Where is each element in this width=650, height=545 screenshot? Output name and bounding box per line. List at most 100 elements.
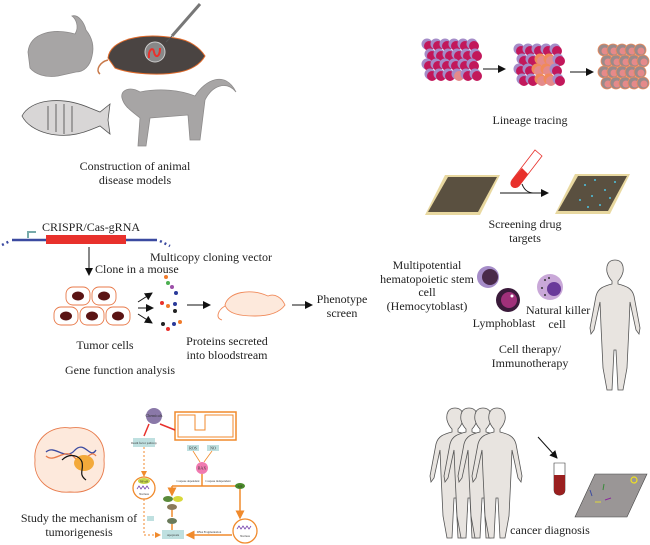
tumorigenesis-title: Study the mechanism of tumorigenesis <box>14 511 144 539</box>
animal-models-title: Construction of animal disease models <box>60 159 210 187</box>
crispr-label: CRISPR/Cas-gRNA <box>42 220 141 234</box>
pathway-label-apoptosis: Apoptosis <box>167 533 180 537</box>
clone-label: Clone in a mouse <box>95 262 179 276</box>
vector-label: Multicopy cloning vector <box>150 250 272 264</box>
cell-therapy-title-line1: Cell therapy/ <box>498 342 562 356</box>
mouse-outline-icon <box>217 291 286 321</box>
pathway-label-nucleus-1: Nucleus <box>139 492 150 496</box>
lineage-cell <box>472 51 482 61</box>
ros-node <box>187 445 199 451</box>
apoptosis-node <box>162 530 184 539</box>
stem-cell-label-line1: Multipotential <box>392 258 462 272</box>
secreted-proteins <box>160 275 182 331</box>
apoptosis-pathway-diagram: Chemicals Death factor pathway ROS NO BA… <box>131 408 258 544</box>
casp9-node <box>167 504 177 510</box>
no-node <box>207 445 219 451</box>
tumor-cell-nucleus <box>60 311 72 321</box>
pathway-label-aif: AIF <box>238 485 243 489</box>
cell-therapy-title: Cell therapy/ Immunotherapy <box>480 342 580 370</box>
pathway-label-casp-indep: Caspase independent <box>205 479 230 483</box>
pathway-label-nfkb: NF-κB <box>140 480 148 484</box>
human-body-icon <box>589 259 641 391</box>
pathway-label-nucleus-2: Nucleus <box>240 534 251 538</box>
crispr-gene-block <box>46 235 126 244</box>
monkey-icon <box>121 78 237 147</box>
animal-models-title-line2: disease models <box>98 173 172 187</box>
screening-title: Screening drug targets <box>470 217 580 245</box>
promoter-arrow-icon <box>27 231 36 238</box>
cytc-node <box>173 496 183 502</box>
arrow-screening-curve <box>521 183 536 194</box>
tumor-cell-nucleus <box>72 291 84 301</box>
nk-cell-label-line1: Natural killer <box>526 303 591 317</box>
phenotype-label-line1: Phenotype <box>316 292 368 306</box>
phenotype-label: Phenotype screen <box>312 292 372 320</box>
cell-cluster-stage2 <box>513 43 565 86</box>
lineage-cell <box>555 56 565 66</box>
pathway-label-death-factor: Death factor pathway <box>131 441 157 445</box>
arrow-to-blood <box>537 436 558 459</box>
pathway-label-no: NO <box>210 446 216 451</box>
tumor-cells <box>53 286 131 326</box>
lineage-tracing-title: Lineage tracing <box>492 113 568 127</box>
crispr-vector <box>1 231 171 248</box>
cell-cluster-stage1 <box>421 38 482 81</box>
stem-cell-icon <box>477 266 499 288</box>
arrows-to-proteins <box>137 292 154 324</box>
pathway-label-ros: ROS <box>189 446 197 451</box>
tumor-cell-nucleus <box>86 311 98 321</box>
ros-node-2 <box>147 516 154 521</box>
nk-cell-label: Natural killer cell <box>526 303 591 331</box>
gel-plate-icon <box>574 473 648 518</box>
rabbit-icon <box>27 15 94 77</box>
lineage-cell <box>640 80 648 88</box>
pathway-label-dna-frag: DNA Fragmentation <box>197 530 222 534</box>
pathway-label-bax: BAX <box>198 466 207 471</box>
stem-cell-label-line3: cell <box>418 285 436 299</box>
lineage-cell <box>472 71 482 81</box>
screening-title-line1: Screening drug <box>488 217 562 231</box>
cell-cluster-stage3 <box>597 43 650 90</box>
apaf-node <box>163 496 173 502</box>
cancer-diagnosis-title: cancer diagnosis <box>510 523 590 537</box>
lineage-cell <box>555 76 565 86</box>
blood-tube-icon <box>553 462 566 496</box>
tumor-cell-nucleus <box>98 291 110 301</box>
tumorigenesis-title-line1: Study the mechanism of <box>20 511 138 525</box>
gene-function-title: Gene function analysis <box>65 363 175 377</box>
microarray-plate-after <box>555 174 630 214</box>
chemicals-node <box>146 408 162 424</box>
fish-icon <box>21 100 111 136</box>
cell-with-dna-icon <box>34 427 105 493</box>
bax-node <box>196 462 208 474</box>
animal-models-title-line1: Construction of animal <box>79 159 191 173</box>
phenotype-label-line2: screen <box>326 306 358 320</box>
human-group-icon <box>429 407 523 539</box>
lineage-cell <box>469 41 479 51</box>
tumorigenesis-title-line2: tumorigenesis <box>45 525 113 539</box>
lymphoblast-label: Lymphoblast <box>472 316 536 330</box>
stem-cell-label-line2: hematopoietic stem <box>380 271 474 286</box>
tumor-cells-label: Tumor cells <box>76 338 134 352</box>
aif-node <box>235 483 245 489</box>
nk-cell-label-line2: cell <box>548 317 566 331</box>
pathway-label-casp-dep: Caspase dependent <box>177 479 200 483</box>
lineage-cell <box>552 66 562 76</box>
death-factor-node <box>133 438 155 447</box>
cell-therapy-title-line2: Immunotherapy <box>491 356 569 370</box>
nucleus-node-2 <box>232 518 258 544</box>
proteins-label-line1: Proteins secreted <box>186 334 268 348</box>
stem-cell-label: Multipotential hematopoietic stem cell (… <box>372 258 482 313</box>
lineage-cell <box>637 47 645 55</box>
screening-title-line2: targets <box>509 231 541 245</box>
lineage-cell <box>640 58 648 66</box>
tumor-cell-nucleus <box>112 311 124 321</box>
lineage-cell <box>637 69 645 77</box>
lymphoblast-icon <box>496 288 520 312</box>
natural-killer-cell-icon <box>537 274 563 300</box>
stem-cell-label-line4: (Hemocytoblast) <box>386 298 468 313</box>
lineage-cell <box>552 46 562 56</box>
proteins-label: Proteins secreted into bloodstream <box>172 334 282 362</box>
mitochondrion-outline <box>174 411 237 441</box>
